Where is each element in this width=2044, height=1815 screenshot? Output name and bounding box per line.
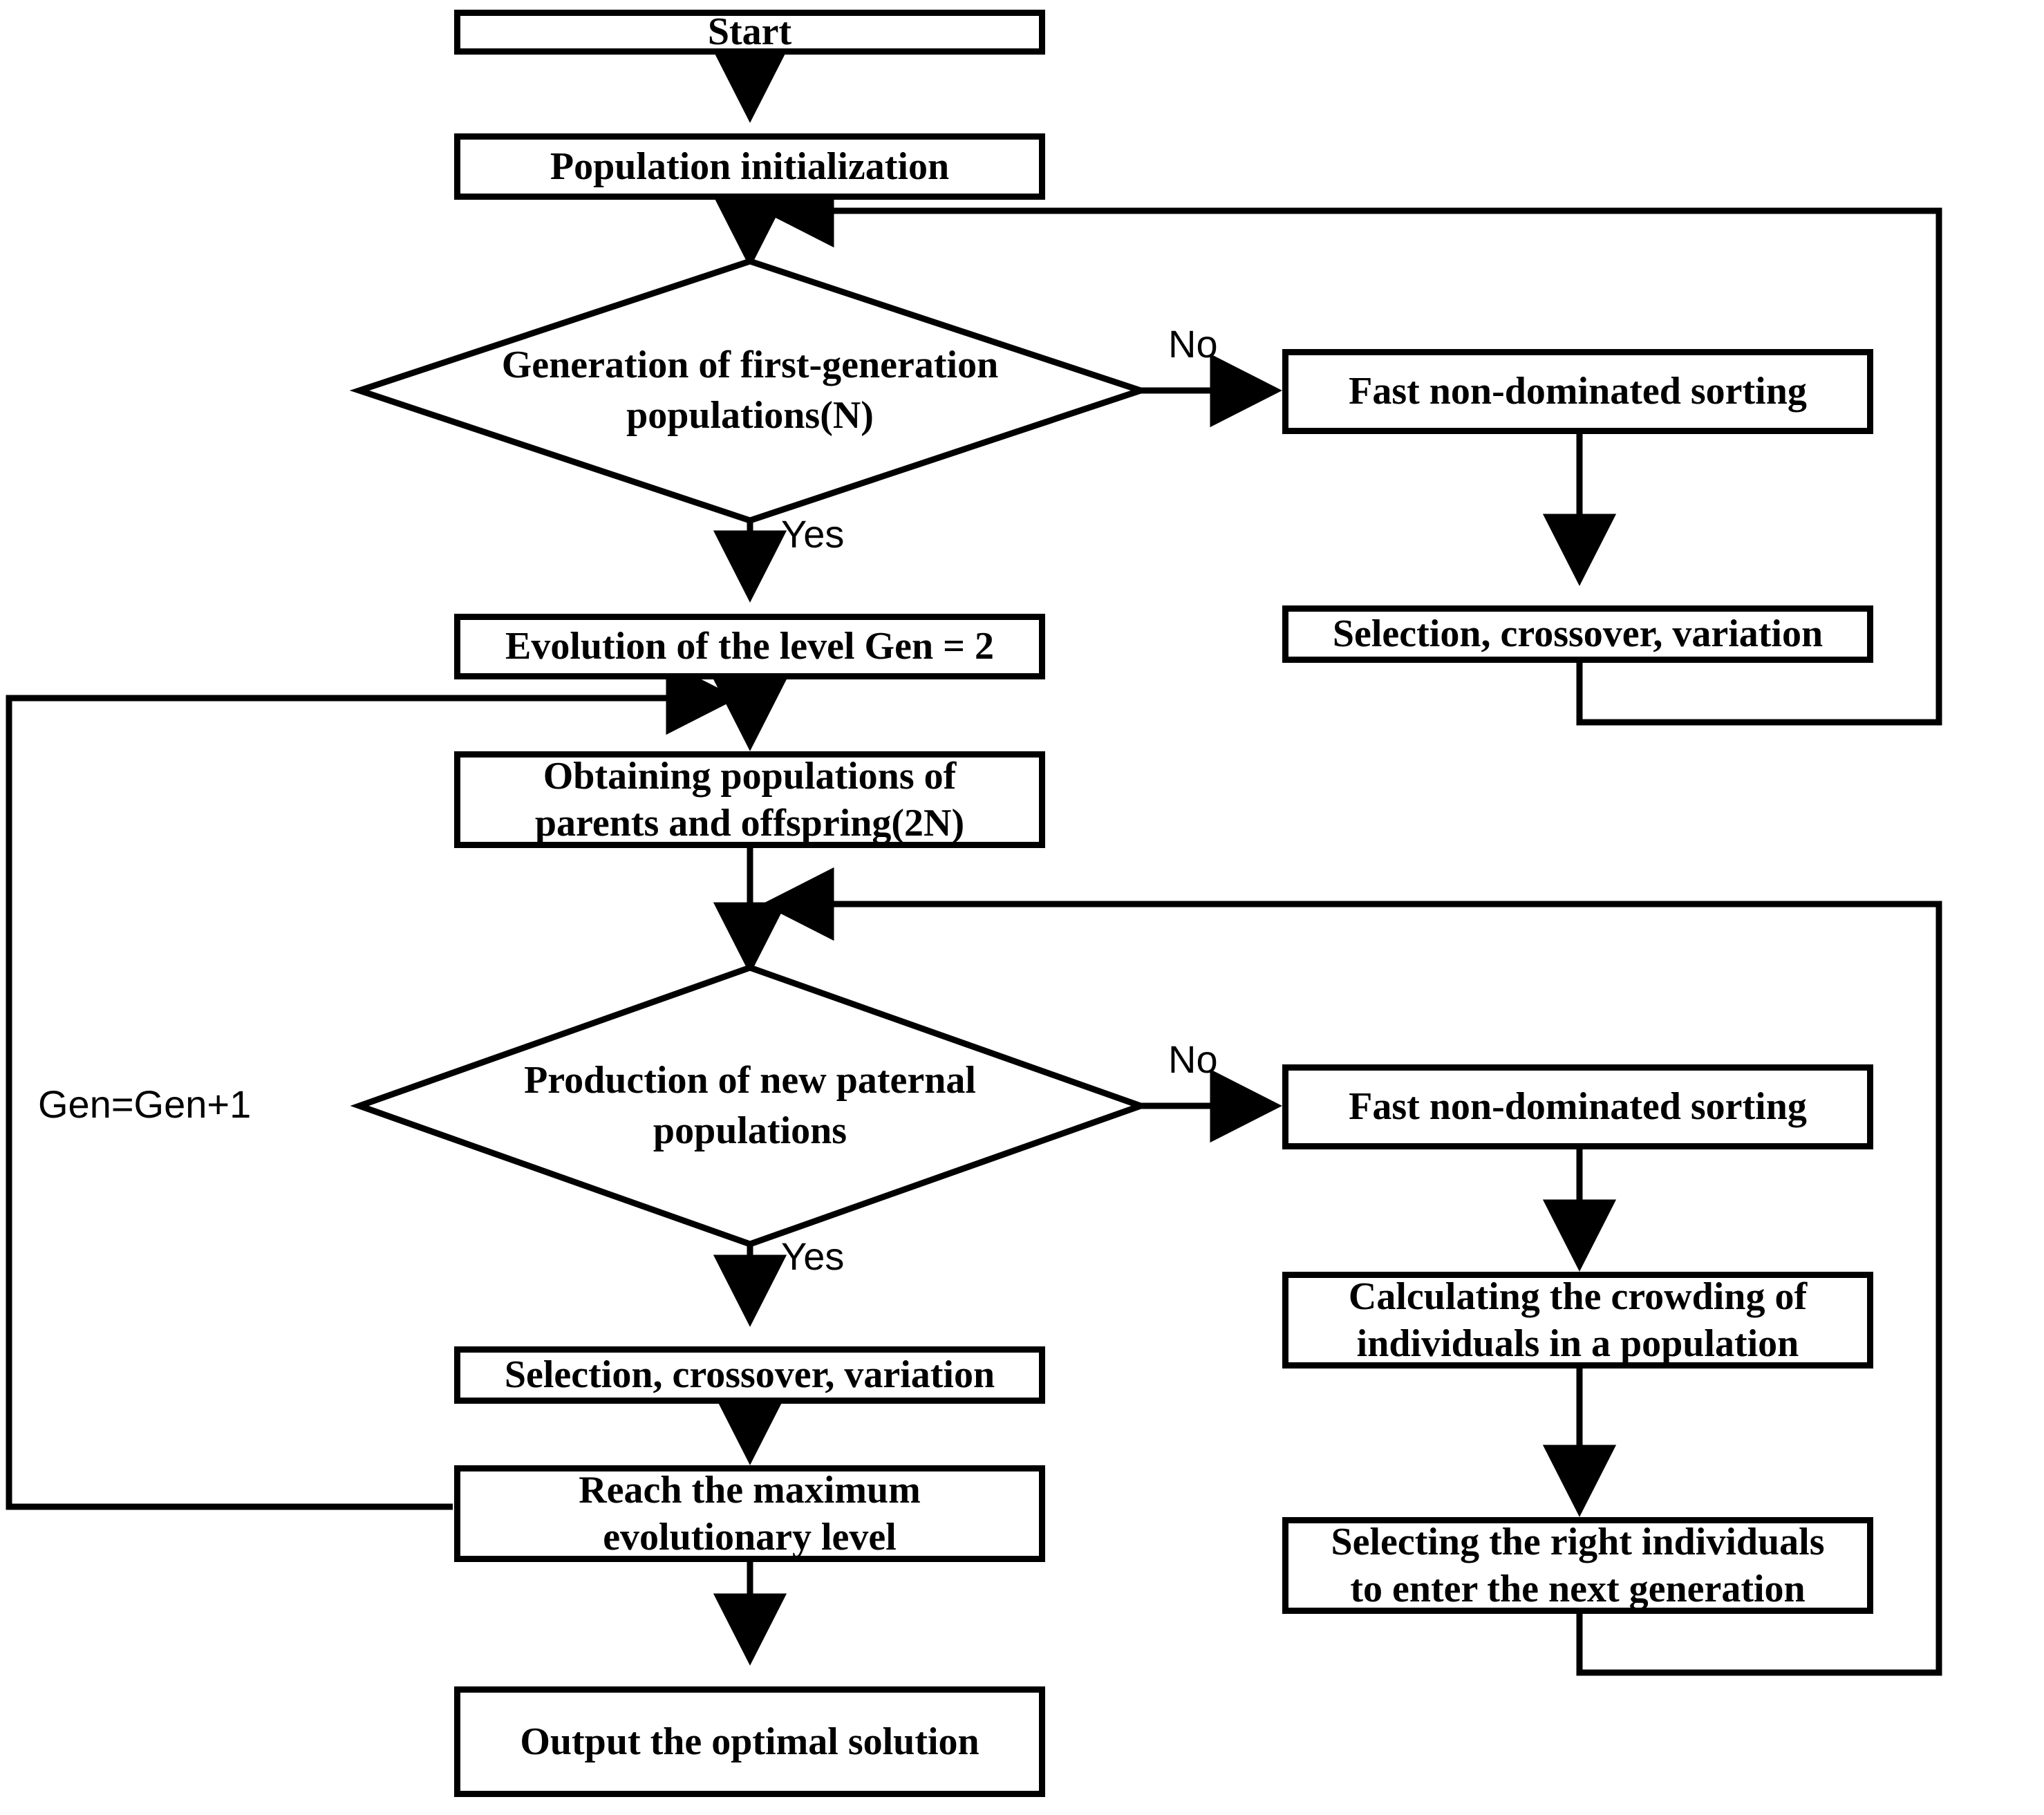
decision2-shape xyxy=(350,964,1150,1248)
edge-genloop xyxy=(6,661,738,1510)
node-population-initialization-label: Population initialization xyxy=(550,144,950,188)
node-crowding[interactable]: Calculating the crowding of individuals … xyxy=(1282,1272,1873,1369)
node-max-level-line1: Reach the maximum xyxy=(579,1468,921,1512)
edge-label-no-1: No xyxy=(1168,322,1218,366)
node-output-label: Output the optimal solution xyxy=(520,1720,979,1763)
node-first-generation-decision-text: Generation of first-generation populatio… xyxy=(435,340,1065,441)
node-selecting-individuals-line2: to enter the next generation xyxy=(1350,1568,1806,1610)
node-selection-crossover-variation-2[interactable]: Selection, crossover, variation xyxy=(454,1346,1045,1404)
node-evolution-level[interactable]: Evolution of the level Gen = 2 xyxy=(454,614,1045,679)
edge-selecting-loopback xyxy=(762,867,1942,1676)
node-fast-sorting-2[interactable]: Fast non-dominated sorting xyxy=(1282,1064,1873,1149)
node-new-paternal-decision-line2: populations xyxy=(653,1109,847,1152)
node-fast-sorting-1[interactable]: Fast non-dominated sorting xyxy=(1282,349,1873,434)
node-first-generation-decision-line1: Generation of first-generation xyxy=(501,344,999,387)
node-obtaining-populations-line2: parents and offspring(2N) xyxy=(534,802,965,845)
edge-label-yes-2: Yes xyxy=(781,1234,845,1278)
node-output[interactable]: Output the optimal solution xyxy=(454,1686,1045,1797)
node-crowding-line1: Calculating the crowding of xyxy=(1348,1275,1808,1318)
node-first-generation-decision-line2: populations(N) xyxy=(626,394,874,437)
decision1-shape xyxy=(349,258,1151,524)
node-population-initialization[interactable]: Population initialization xyxy=(454,133,1045,200)
node-new-paternal-decision[interactable]: Production of new paternal populations xyxy=(435,1037,1065,1175)
node-start[interactable]: Start xyxy=(454,10,1045,55)
node-evolution-level-label: Evolution of the level Gen = 2 xyxy=(505,625,994,668)
node-selecting-individuals-line1: Selecting the right individuals xyxy=(1331,1520,1825,1563)
node-fast-sorting-2-label: Fast non-dominated sorting xyxy=(1349,1085,1807,1129)
edge-label-gen-increment: Gen=Gen+1 xyxy=(38,1082,252,1126)
node-selection-crossover-variation-1[interactable]: Selection, crossover, variation xyxy=(1282,605,1873,663)
edge-label-no-2: No xyxy=(1168,1037,1218,1081)
node-max-level-line2: evolutionary level xyxy=(603,1516,897,1559)
node-obtaining-populations-text: Obtaining populations of parents and off… xyxy=(535,753,964,847)
node-crowding-line2: individuals in a population xyxy=(1356,1322,1799,1365)
node-crowding-text: Calculating the crowding of individuals … xyxy=(1349,1273,1807,1368)
node-selection-crossover-variation-1-label: Selection, crossover, variation xyxy=(1332,612,1823,656)
node-selection-crossover-variation-2-label: Selection, crossover, variation xyxy=(504,1353,995,1397)
node-max-level-text: Reach the maximum evolutionary level xyxy=(579,1467,921,1561)
node-first-generation-decision[interactable]: Generation of first-generation populatio… xyxy=(435,321,1065,460)
node-new-paternal-decision-line1: Production of new paternal xyxy=(524,1059,976,1102)
node-new-paternal-decision-text: Production of new paternal populations xyxy=(435,1055,1065,1156)
edge-label-yes-1: Yes xyxy=(781,512,845,556)
node-obtaining-populations[interactable]: Obtaining populations of parents and off… xyxy=(454,751,1045,848)
node-selecting-individuals[interactable]: Selecting the right individuals to enter… xyxy=(1282,1517,1873,1614)
node-start-label: Start xyxy=(707,10,792,54)
node-max-level[interactable]: Reach the maximum evolutionary level xyxy=(454,1465,1045,1562)
node-fast-sorting-1-label: Fast non-dominated sorting xyxy=(1349,370,1807,413)
node-obtaining-populations-line1: Obtaining populations of xyxy=(543,754,957,798)
edge-sel1-loopback xyxy=(762,173,1942,726)
node-selecting-individuals-text: Selecting the right individuals to enter… xyxy=(1331,1518,1824,1613)
